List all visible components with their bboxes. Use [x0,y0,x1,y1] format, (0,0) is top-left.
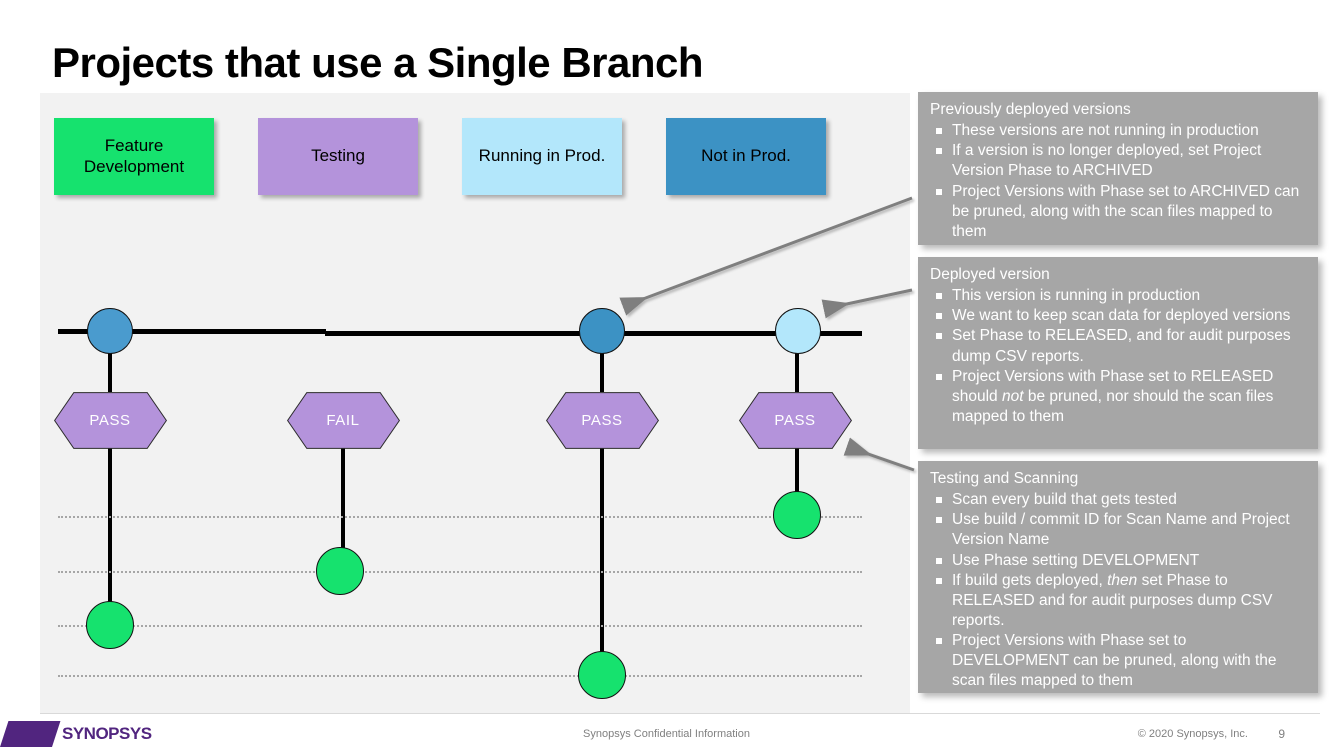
callout-bullet: Scan every build that gets tested [930,490,1306,510]
legend-item-label: Not in Prod. [701,146,791,166]
square-bullet-icon [936,188,942,195]
callout-bullet-text: Use Phase setting DEVELOPMENT [952,551,1200,569]
square-bullet-icon [936,638,942,645]
synopsys-logo: SYNOPSYS [0,719,170,749]
build-node-4[interactable] [773,491,821,539]
hexagon-shape [286,391,400,449]
test-result-label: FAIL [326,411,360,429]
square-bullet-icon [936,293,942,300]
callout-bullet: These versions are not running in produc… [930,121,1306,141]
callout-heading: Deployed version [930,266,1050,283]
square-bullet-icon [936,373,942,380]
hexagon-shape [738,391,852,449]
connector-node-to-test-0 [108,347,112,392]
square-bullet-icon [936,313,942,320]
legend-item-label: Testing [311,146,365,166]
legend-item-1: Testing [258,118,418,195]
callout-bullet-list: This version is running in production We … [930,286,1306,427]
callout-bullet-text: Project Versions with Phase set to DEVEL… [952,632,1277,690]
callout-bullet: Use Phase setting DEVELOPMENT [930,551,1306,571]
legend-item-3: Not in Prod. [666,118,826,195]
callout-bullet-text: Use build / commit ID for Scan Name and … [952,511,1290,549]
callout-bullet: Use build / commit ID for Scan Name and … [930,510,1306,550]
dotted-guide-2 [58,625,862,627]
square-bullet-icon [936,557,942,564]
callout-bullet-text: These versions are not running in produc… [952,122,1259,140]
callout-bullet-text: Set Phase to RELEASED, and for audit pur… [952,327,1291,365]
test-result-label: PASS [774,411,816,429]
build-node-2[interactable] [316,547,364,595]
test-result-1[interactable]: PASS [53,391,167,449]
connector-test-to-build-0 [108,446,112,625]
test-result-2[interactable]: FAIL [286,391,400,449]
hexagon-shape [53,391,167,449]
legend-item-label: Feature Development [83,135,185,176]
callout-bullet: Project Versions with Phase set to RELEA… [930,367,1306,427]
callout-bullet: Set Phase to RELEASED, and for audit pur… [930,326,1306,366]
dotted-guide-1 [58,571,862,573]
callout-bullet: If a version is no longer deployed, set … [930,141,1306,181]
callout-bullet: We want to keep scan data for deployed v… [930,306,1306,326]
page-number: 9 [1278,727,1285,741]
square-bullet-icon [936,128,942,135]
callout-bullet-text: If a version is no longer deployed, set … [952,142,1262,180]
callout-bullet-text: Project Versions with Phase set to ARCHI… [952,182,1300,240]
build-node-1[interactable] [86,601,134,649]
footer-divider [40,713,1320,714]
connector-node-to-test-2 [600,347,604,392]
connector-test-to-build-3 [795,446,799,515]
legend-item-2: Running in Prod. [462,118,622,195]
callout-bullet-list: These versions are not running in produc… [930,121,1306,242]
callout-bullet-text: Project Versions with Phase set to RELEA… [952,367,1274,425]
page-title: Projects that use a Single Branch [52,39,704,86]
callout-bullet-text: Scan every build that gets tested [952,491,1177,509]
footer-confidential: Synopsys Confidential Information [583,728,750,740]
footer-copyright: © 2020 Synopsys, Inc. [1137,728,1248,740]
callout-bullet-text: If build gets deployed, then set Phase t… [952,571,1273,629]
hexagon-shape [545,391,659,449]
legend-item-label: Running in Prod. [478,146,606,166]
test-result-label: PASS [89,411,131,429]
callout-bullet: This version is running in production [930,286,1306,306]
logo-wordmark: SYNOPSYS [62,724,152,743]
callout-heading: Previously deployed versions [930,101,1131,118]
connector-test-to-build-2 [600,446,604,675]
callout-bullet-text: This version is running in production [952,287,1201,305]
build-node-3[interactable] [578,651,626,699]
legend-item-0: Feature Development [54,118,214,195]
square-bullet-icon [936,333,942,340]
commit-node-3[interactable] [775,308,821,354]
callout-bullet: Project Versions with Phase set to ARCHI… [930,182,1306,242]
square-bullet-icon [936,517,942,524]
square-bullet-icon [936,577,942,584]
callout-bullet: If build gets deployed, then set Phase t… [930,571,1306,631]
square-bullet-icon [936,497,942,504]
test-result-3[interactable]: PASS [545,391,659,449]
test-result-label: PASS [581,411,623,429]
connector-test-to-build-1 [341,446,345,571]
commit-node-2[interactable] [579,308,625,354]
connector-node-to-test-3 [795,347,799,392]
callout-bullet-text: We want to keep scan data for deployed v… [952,307,1291,325]
commit-node-1[interactable] [87,308,133,354]
callout-heading: Testing and Scanning [930,470,1079,487]
branch-line-left [58,329,326,334]
dotted-guide-3 [58,675,862,677]
callout-bullet: Project Versions with Phase set to DEVEL… [930,631,1306,691]
square-bullet-icon [936,148,942,155]
dotted-guide-0 [58,516,862,518]
test-result-4[interactable]: PASS [738,391,852,449]
